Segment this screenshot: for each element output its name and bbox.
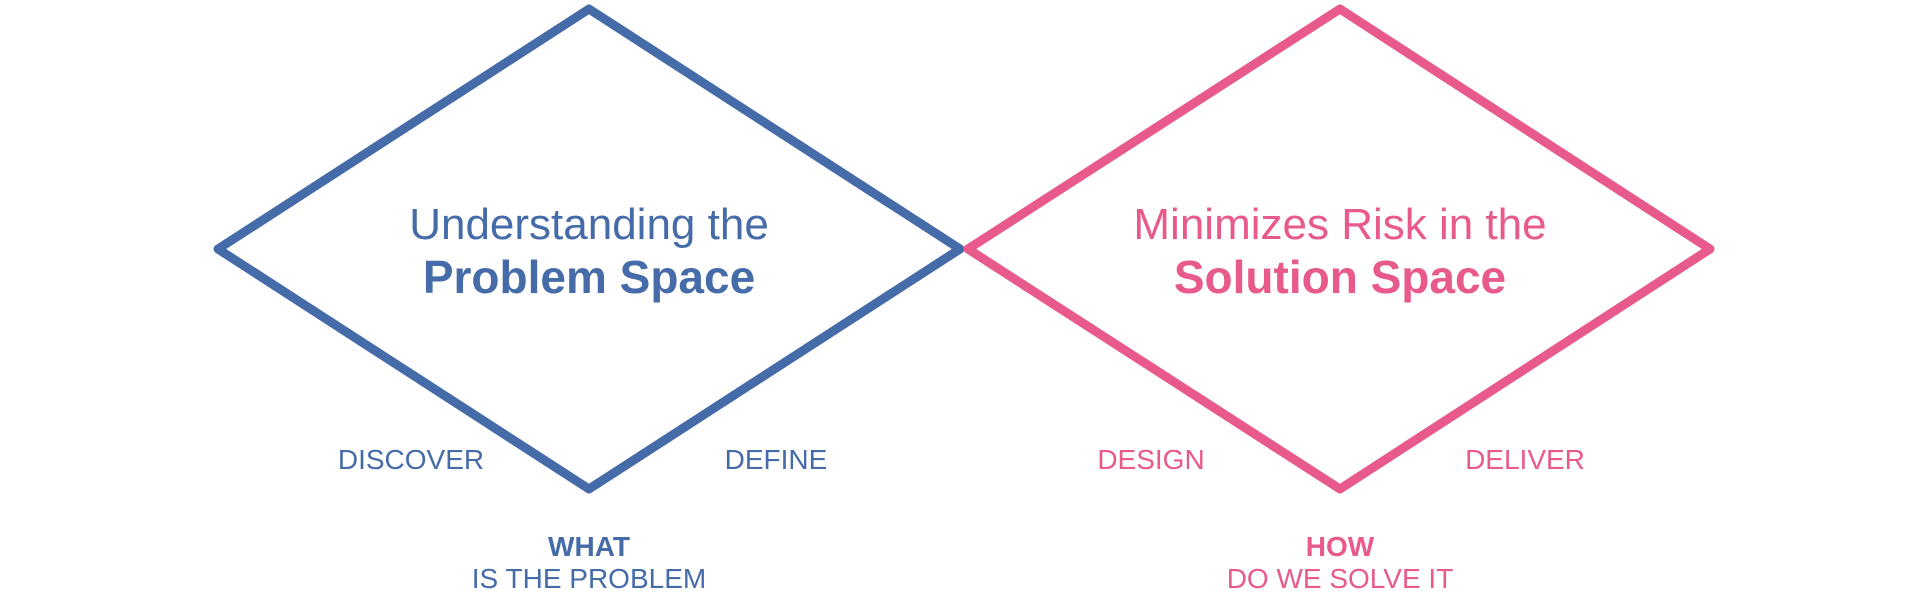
solution-space-title-line1: Minimizes Risk in the — [1133, 200, 1547, 249]
problem-space-title-line1: Understanding the — [409, 200, 769, 249]
solution-space-diamond — [963, 4, 1715, 494]
solution-question-text: DO WE SOLVE IT — [1226, 563, 1454, 594]
problem-question-label: WHAT — [548, 531, 630, 562]
solution-space-title-line2: Solution Space — [1173, 251, 1507, 303]
problem-space-title-line2: Problem Space — [422, 251, 756, 303]
phase-label-discover: DISCOVER — [337, 444, 485, 475]
problem-space-diamond — [213, 4, 965, 494]
phase-label-deliver: DELIVER — [1465, 444, 1585, 475]
phase-label-define: DEFINE — [724, 444, 828, 475]
problem-question-text: IS THE PROBLEM — [471, 563, 707, 594]
solution-question-label: HOW — [1305, 531, 1375, 562]
phase-label-design: DESIGN — [1097, 444, 1205, 475]
